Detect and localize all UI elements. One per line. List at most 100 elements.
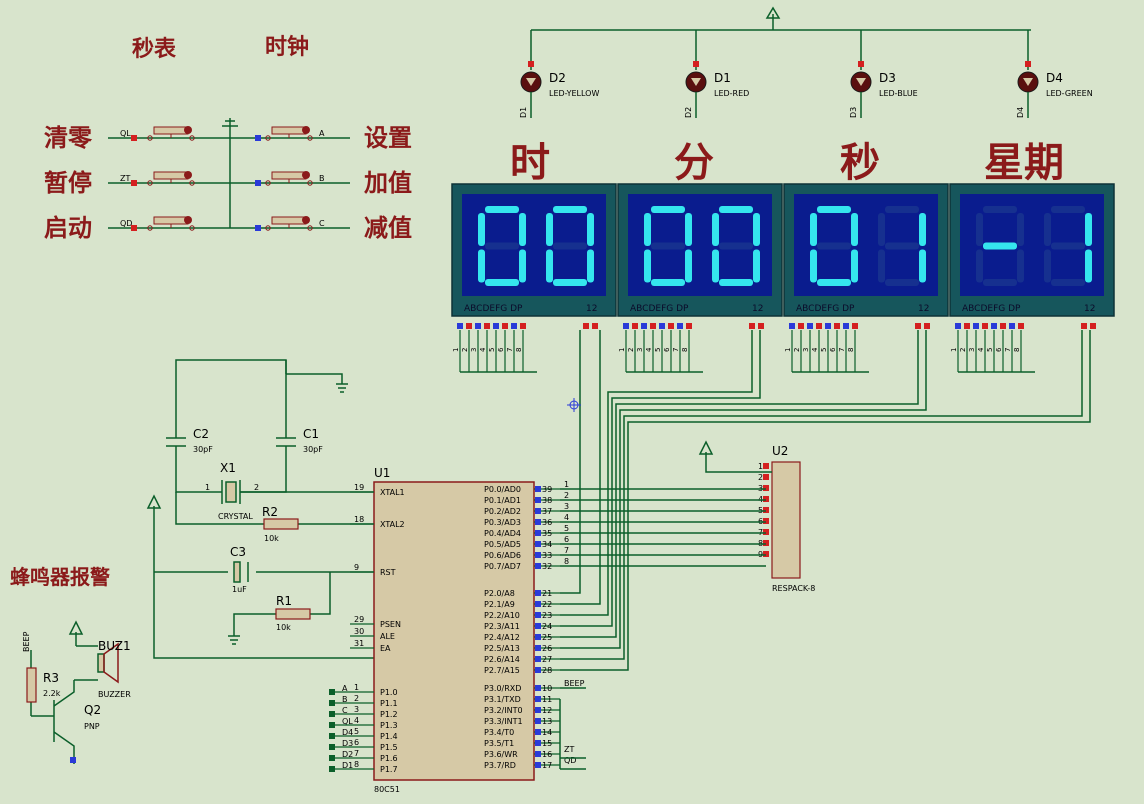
mcu-pin-name: P1.3 bbox=[380, 721, 398, 730]
pin-marker bbox=[991, 323, 997, 329]
mcu-pin-number: 19 bbox=[354, 483, 364, 492]
right-push-button-0[interactable] bbox=[264, 126, 314, 141]
x1-value: CRYSTAL bbox=[218, 512, 253, 521]
pin-marker bbox=[535, 530, 541, 536]
x1-ref: X1 bbox=[220, 461, 236, 475]
led-net: D1 bbox=[519, 107, 528, 118]
mcu-net-label: 6 bbox=[564, 535, 569, 544]
pin-marker bbox=[528, 61, 534, 67]
pause-label: 暂停 bbox=[44, 169, 92, 197]
segment-e bbox=[712, 249, 719, 283]
mcu-pin-name: XTAL1 bbox=[380, 488, 405, 497]
mcu-pin-number: 15 bbox=[542, 739, 552, 748]
c3-ref: C3 bbox=[230, 545, 246, 559]
segment-e bbox=[546, 249, 553, 283]
mcu-pin-name: P3.0/RXD bbox=[484, 684, 521, 693]
pin-marker bbox=[535, 601, 541, 607]
pin-marker bbox=[973, 323, 979, 329]
pin-marker bbox=[763, 496, 769, 502]
pin-marker bbox=[535, 762, 541, 768]
mcu-pin-name: P2.5/A13 bbox=[484, 644, 520, 653]
start-label: 启动 bbox=[44, 214, 92, 242]
pin-marker bbox=[131, 135, 137, 141]
left-push-button-1[interactable] bbox=[146, 171, 196, 186]
display-com-label: 12 bbox=[586, 304, 597, 314]
mcu-net-label: QL bbox=[342, 717, 353, 726]
r3-value: 2.2k bbox=[43, 689, 61, 698]
resistor-r1 bbox=[275, 608, 311, 620]
left-push-button-2[interactable] bbox=[146, 216, 196, 231]
left-button-net-label: ZT bbox=[120, 174, 130, 183]
buz1-ref: BUZ1 bbox=[98, 639, 131, 653]
right-push-button-1[interactable] bbox=[264, 171, 314, 186]
pin-marker bbox=[1081, 323, 1087, 329]
pin-marker bbox=[457, 323, 463, 329]
led-ref: D1 bbox=[714, 71, 731, 85]
mcu-pin-number: 36 bbox=[542, 518, 552, 527]
mcu-pin-number: 32 bbox=[542, 562, 552, 571]
wiring-bus bbox=[559, 330, 1091, 770]
buzzer-alarm-label: 蜂鸣器报警 bbox=[10, 565, 110, 589]
pin-marker bbox=[255, 225, 261, 231]
right-push-button-2[interactable] bbox=[264, 216, 314, 231]
crystal-x1 bbox=[221, 480, 241, 504]
led-power-rail bbox=[531, 6, 1031, 31]
r2-value: 10k bbox=[264, 534, 279, 543]
segment-c bbox=[587, 249, 594, 283]
segment-a bbox=[719, 206, 753, 213]
pin-marker bbox=[668, 323, 674, 329]
pin-marker bbox=[858, 61, 864, 67]
segment-d bbox=[817, 279, 851, 286]
segment-b bbox=[919, 213, 926, 246]
segment-d bbox=[1051, 279, 1085, 286]
segment-pin-number: 6 bbox=[995, 347, 1003, 352]
mcu-pin-number: 6 bbox=[354, 738, 359, 747]
c2-value: 30pF bbox=[193, 445, 213, 454]
oscillator-wiring bbox=[146, 359, 374, 659]
segment-pin-number: 6 bbox=[829, 347, 837, 352]
mcu-pin-name: ALE bbox=[380, 632, 395, 641]
pin-marker bbox=[915, 323, 921, 329]
left-push-button-0[interactable] bbox=[146, 126, 196, 141]
pin-marker bbox=[763, 518, 769, 524]
pin-marker bbox=[535, 634, 541, 640]
mcu-net-label: 8 bbox=[564, 557, 569, 566]
pin-marker bbox=[763, 551, 769, 557]
segment-pin-number: 7 bbox=[838, 348, 846, 352]
mcu-pin-name: P0.6/AD6 bbox=[484, 551, 521, 560]
mcu-pin-name: P1.6 bbox=[380, 754, 398, 763]
button-panel bbox=[108, 118, 350, 229]
pin-marker bbox=[1000, 323, 1006, 329]
segment-pin-number: 7 bbox=[506, 348, 514, 352]
mcu-pin-name: P3.5/T1 bbox=[484, 739, 514, 748]
segment-pin-number: 3 bbox=[968, 348, 976, 352]
segment-pin-number: 2 bbox=[461, 348, 469, 352]
segment-d bbox=[485, 279, 519, 286]
mcu-pin-number: 29 bbox=[354, 615, 364, 624]
mcu-pin-number: 37 bbox=[542, 507, 552, 516]
left-button-net-label: QL bbox=[120, 129, 131, 138]
respack-body bbox=[771, 461, 801, 579]
led-type: LED-BLUE bbox=[879, 89, 918, 98]
pin-marker bbox=[535, 656, 541, 662]
buz1-value: BUZZER bbox=[98, 690, 131, 699]
clear-label: 清零 bbox=[44, 124, 93, 152]
pin-marker bbox=[535, 612, 541, 618]
segment-e bbox=[644, 249, 651, 283]
pin-marker bbox=[535, 519, 541, 525]
respack-pin-number: 2 bbox=[758, 473, 763, 482]
pin-marker bbox=[535, 552, 541, 558]
pin-marker bbox=[763, 529, 769, 535]
segment-c bbox=[919, 249, 926, 283]
pin-marker bbox=[1018, 323, 1024, 329]
mcu-pin-number: 31 bbox=[354, 639, 364, 648]
mcu-pin-number: 30 bbox=[354, 627, 364, 636]
mcu-net-label: D1 bbox=[342, 761, 353, 770]
c1-value: 30pF bbox=[303, 445, 323, 454]
c1-ref: C1 bbox=[303, 427, 319, 441]
segment-pin-number: 7 bbox=[1004, 348, 1012, 352]
mcu-pin-name: P1.0 bbox=[380, 688, 398, 697]
right-button-net-label: A bbox=[319, 129, 325, 138]
